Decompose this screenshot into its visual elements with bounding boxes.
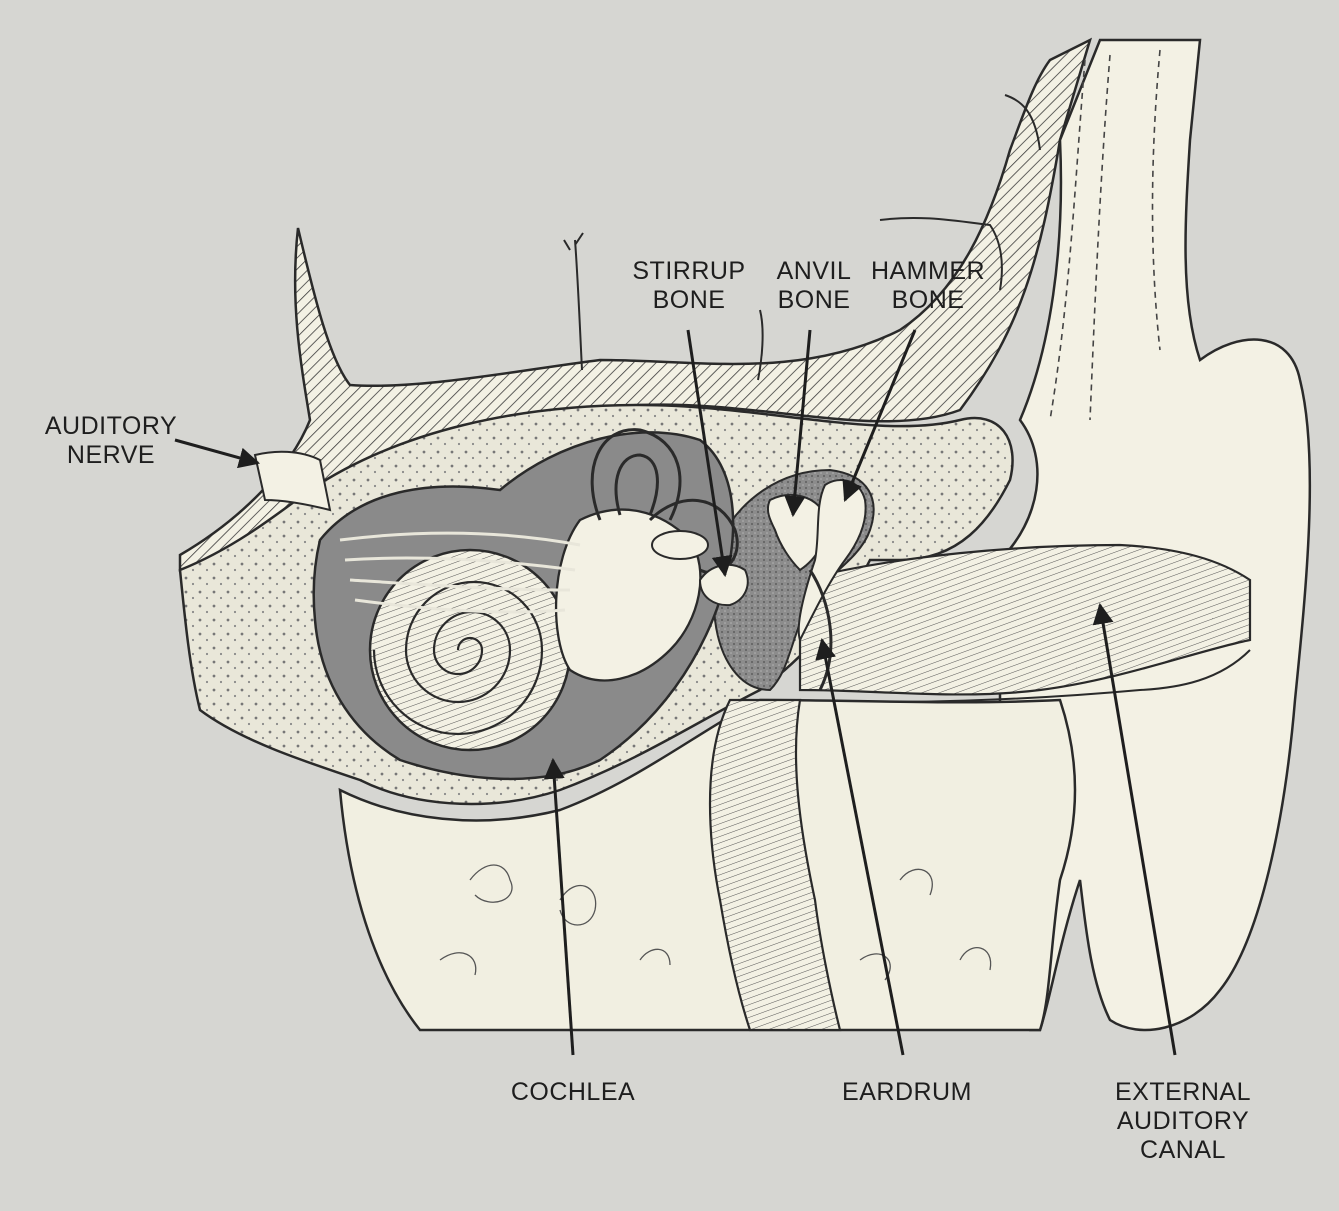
label-auditory-nerve: AUDITORY NERVE: [45, 412, 177, 470]
cochlea-spiral: [370, 550, 570, 750]
auditory-nerve-arrow: [175, 440, 258, 463]
label-cochlea: COCHLEA: [511, 1078, 635, 1107]
label-anvil-bone: ANVIL BONE: [777, 257, 852, 315]
label-hammer-bone: HAMMER BONE: [871, 257, 985, 315]
label-stirrup-bone: STIRRUP BONE: [632, 257, 745, 315]
label-external-auditory-canal: EXTERNAL AUDITORY CANAL: [1115, 1078, 1251, 1165]
label-eardrum: EARDRUM: [842, 1078, 972, 1107]
oval-window: [652, 531, 708, 559]
